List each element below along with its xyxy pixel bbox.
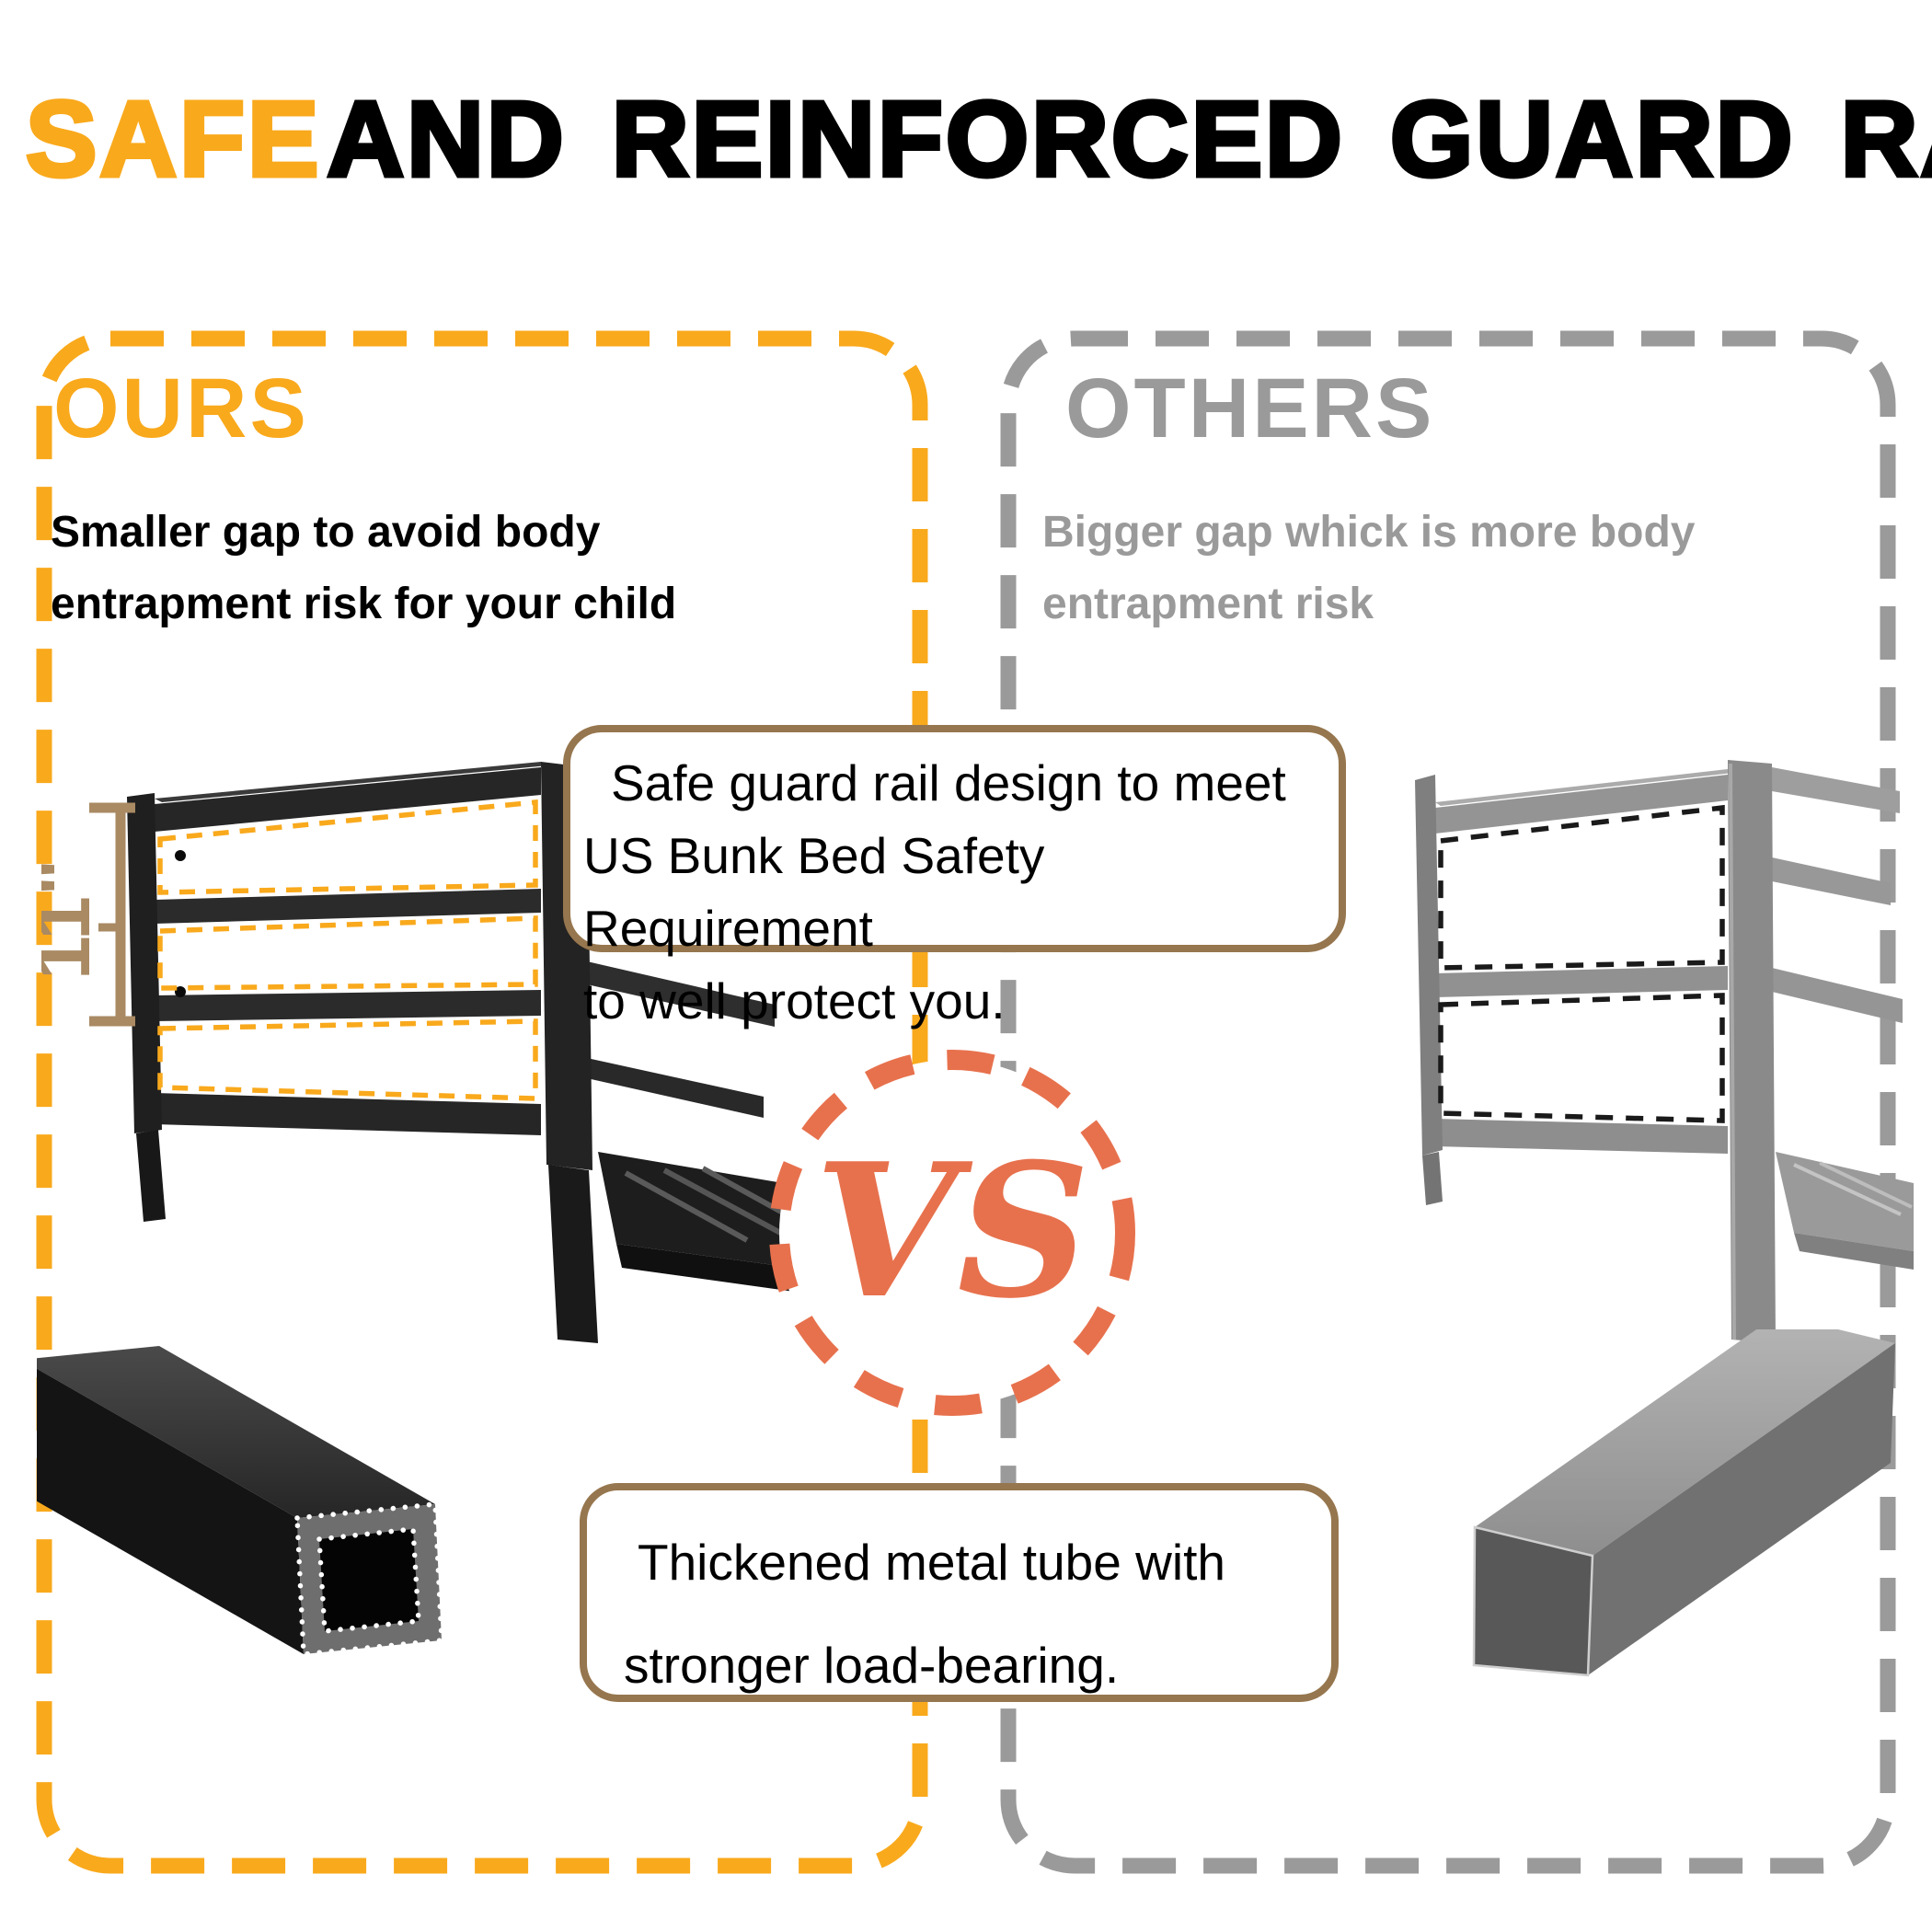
others-heading: OTHERS xyxy=(1065,362,1435,455)
tube-wall-thickness-dots xyxy=(294,1501,444,1658)
others-description-line-2: entrapment risk xyxy=(1042,580,1374,628)
tube-callout-line-2: stronger load-bearing. xyxy=(624,1637,1120,1694)
measurement-label: 11" xyxy=(41,858,107,980)
others-gap-highlights xyxy=(1438,804,1725,1123)
tube-callout-line-1: Thickened metal tube with xyxy=(638,1534,1225,1591)
ours-description-line-2: entrapment risk for your child xyxy=(51,580,677,628)
ours-guard-rail-illustration xyxy=(127,762,808,1343)
safety-callout: Safe guard rail design to meet US Bunk B… xyxy=(563,725,1346,1029)
safety-callout-line-3: to well protect you. xyxy=(583,972,1006,1029)
vs-badge-label: VS xyxy=(814,1123,1090,1340)
others-metal-tube-illustration xyxy=(1472,1329,1895,1677)
vs-badge: VS xyxy=(769,1050,1135,1416)
page-title-highlight: SAFE xyxy=(23,77,322,201)
safety-callout-line-2: US Bunk Bed Safety Requirement xyxy=(583,827,1045,957)
gap-measurement: 11" xyxy=(41,802,135,1027)
vs-badge-circle xyxy=(769,1050,1135,1416)
ours-metal-tube-illustration xyxy=(37,1346,444,1658)
others-guard-rail-illustration xyxy=(1415,760,1914,1343)
others-description: Bigger gap whick is more body entrapment… xyxy=(1042,497,1695,640)
ours-description-line-1: Smaller gap to avoid body xyxy=(51,508,601,557)
safety-callout-line-1: Safe guard rail design to meet xyxy=(611,754,1286,811)
page-title: SAFEAND REINFORCED GUARD RAIL xyxy=(23,77,1932,201)
tube-callout: Thickened metal tube with stronger load-… xyxy=(580,1483,1339,1702)
others-description-line-1: Bigger gap whick is more body xyxy=(1042,508,1696,557)
measurement-bracket xyxy=(89,802,135,1027)
page-title-rest: AND REINFORCED GUARD RAIL xyxy=(325,77,1932,201)
ours-description: Smaller gap to avoid body entrapment ris… xyxy=(51,497,676,640)
ours-heading: OURS xyxy=(53,362,309,455)
ours-gap-highlights xyxy=(157,799,538,1101)
